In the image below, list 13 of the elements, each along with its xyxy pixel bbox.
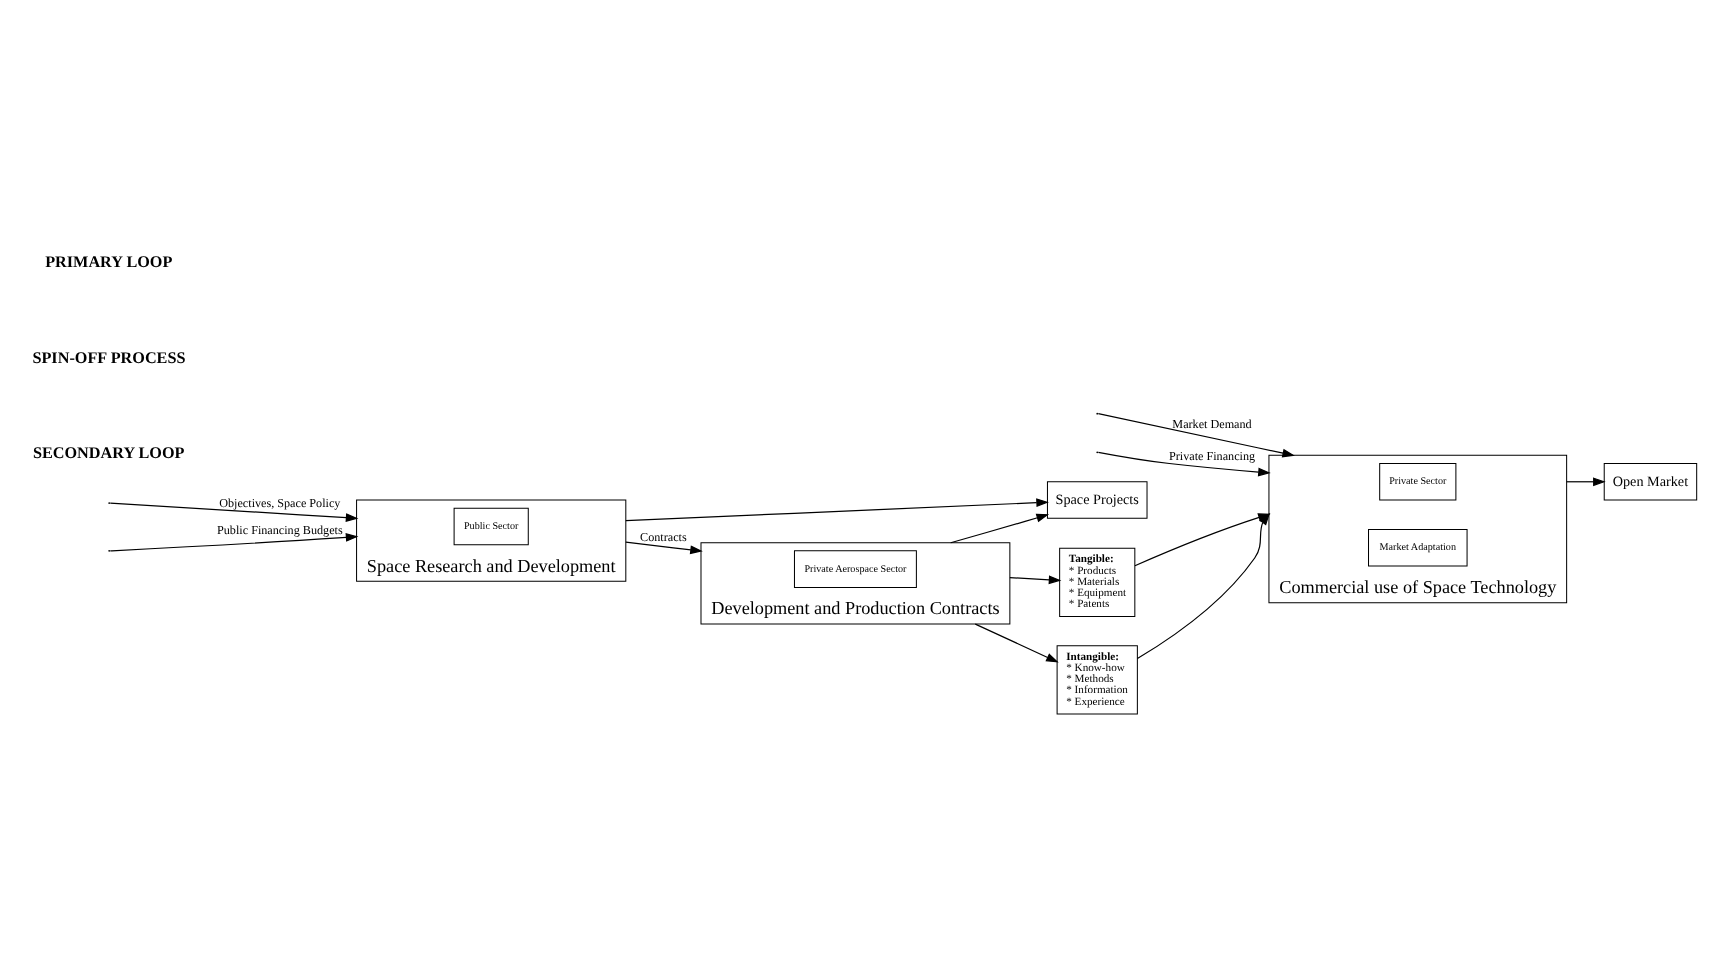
arrow xyxy=(108,501,358,521)
arrow xyxy=(949,512,1049,543)
arrow xyxy=(1096,450,1270,476)
arrow xyxy=(624,497,1048,521)
arrow xyxy=(1565,476,1605,486)
label: SECONDARY LOOP xyxy=(31,443,184,462)
arrow xyxy=(973,622,1058,662)
arrow xyxy=(1008,574,1061,584)
arrow xyxy=(108,532,358,551)
arrow xyxy=(624,540,702,554)
label: SPIN-OFF PROCESS xyxy=(31,347,185,366)
arrow xyxy=(1096,412,1294,457)
label: PRIMARY LOOP xyxy=(44,252,172,271)
